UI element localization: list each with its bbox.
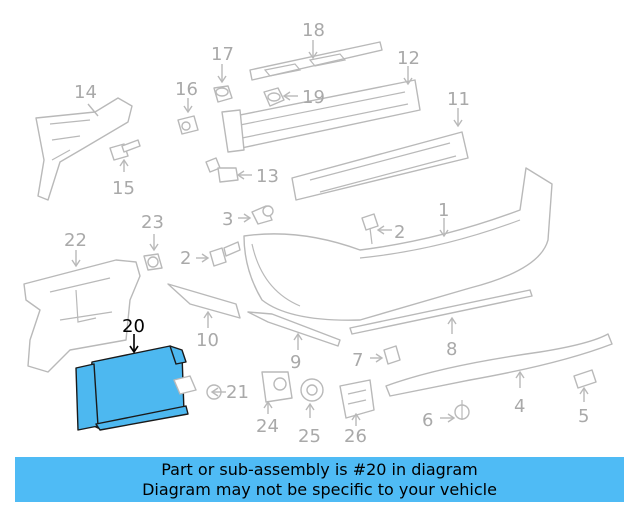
part-9-molding xyxy=(247,311,341,347)
parts-diagram: 18 12 11 17 19 16 14 xyxy=(23,20,613,447)
callout-21: 21 xyxy=(226,382,249,403)
part-3-clip xyxy=(251,205,274,225)
callout-18: 18 xyxy=(302,20,325,41)
callout-1: 1 xyxy=(438,200,449,221)
callout-22: 22 xyxy=(64,230,87,251)
callout-6: 6 xyxy=(422,410,433,431)
info-banner: Part or sub-assembly is #20 in diagram D… xyxy=(15,457,624,502)
part-16-clip xyxy=(177,115,199,135)
callout-25: 25 xyxy=(298,426,321,447)
part-14-side-bracket xyxy=(35,97,133,201)
part-13-bolt xyxy=(205,157,239,183)
callout-24: 24 xyxy=(256,416,279,437)
part-23-nut xyxy=(143,253,163,271)
part-15-bolt xyxy=(109,139,141,161)
part-19-nut xyxy=(263,87,285,107)
callout-23: 23 xyxy=(141,212,164,233)
callout-20: 20 xyxy=(122,316,145,337)
callout-26: 26 xyxy=(344,426,367,447)
part-11-energy-absorber xyxy=(291,131,469,201)
callout-16: 16 xyxy=(175,79,198,100)
callout-12: 12 xyxy=(397,48,420,69)
banner-line-2: Diagram may not be specific to your vehi… xyxy=(142,479,497,499)
part-17-nut xyxy=(213,85,233,103)
part-25-sensor-ring xyxy=(300,378,324,402)
callout-14: 14 xyxy=(74,82,97,103)
part-2-bolt-left xyxy=(209,241,241,267)
part-26-bracket xyxy=(339,379,375,419)
part-7-clip xyxy=(383,345,401,365)
part-6-bolt xyxy=(454,400,470,420)
part-8-strip xyxy=(349,289,533,335)
callout-4: 4 xyxy=(514,396,525,417)
part-1-bumper-cover xyxy=(243,167,553,321)
part-12-reinforcement-beam xyxy=(221,79,421,153)
callout-5: 5 xyxy=(578,406,589,427)
callout-8: 8 xyxy=(446,339,457,360)
callout-17: 17 xyxy=(211,44,234,65)
callout-11: 11 xyxy=(447,89,470,110)
callout-2-right: 2 xyxy=(394,222,405,243)
callout-15: 15 xyxy=(112,178,135,199)
part-24-sensor xyxy=(261,371,293,403)
part-10-reflector xyxy=(167,283,241,319)
callout-2-left: 2 xyxy=(180,248,191,269)
part-4-diffuser xyxy=(385,333,613,397)
part-20-control-module xyxy=(75,345,189,431)
callout-19: 19 xyxy=(302,87,325,108)
callout-10: 10 xyxy=(196,330,219,351)
callout-7: 7 xyxy=(352,350,363,371)
part-2-bolt-right xyxy=(361,213,379,245)
callout-9: 9 xyxy=(290,352,301,373)
callout-13: 13 xyxy=(256,166,279,187)
part-18-upper-rail xyxy=(249,41,383,81)
part-5-clip xyxy=(573,369,597,389)
callout-3: 3 xyxy=(222,209,233,230)
part-22-bracket xyxy=(23,259,141,373)
banner-line-1: Part or sub-assembly is #20 in diagram xyxy=(161,459,478,479)
